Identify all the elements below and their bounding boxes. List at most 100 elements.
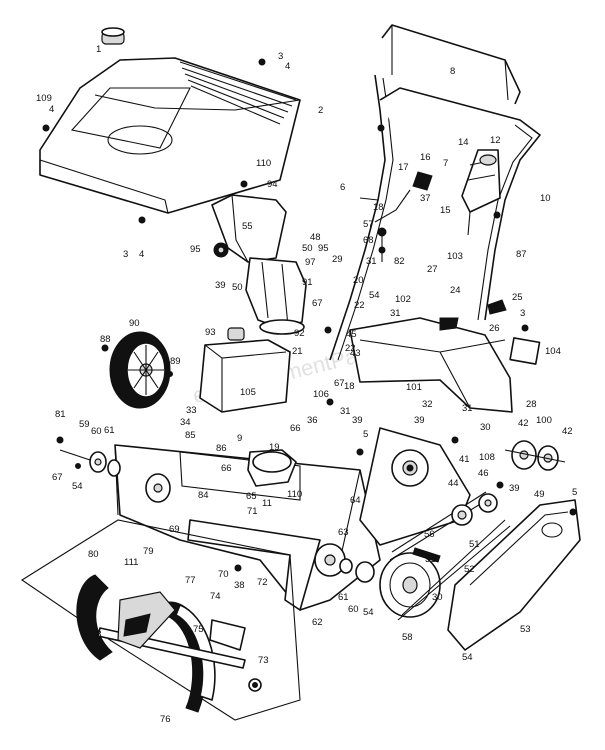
part-callout-103: 103 — [447, 251, 463, 262]
part-callout-67: 67 — [52, 472, 63, 483]
part-callout-82: 82 — [394, 256, 405, 267]
part-callout-56: 56 — [424, 529, 435, 540]
part-callout-27: 27 — [427, 264, 438, 275]
part-callout-91: 91 — [302, 277, 313, 288]
left-bearing-part — [59, 449, 121, 477]
part-callout-12: 12 — [490, 135, 501, 146]
part-callout-46: 46 — [478, 468, 489, 479]
part-callout-20: 20 — [353, 275, 364, 286]
gas-tank-part — [199, 327, 291, 413]
part-callout-31: 31 — [366, 256, 377, 267]
belt-cover-part — [447, 499, 581, 651]
part-callout-110: 110 — [256, 158, 271, 169]
part-callout-42: 42 — [562, 426, 573, 437]
part-callout-93: 93 — [205, 327, 216, 338]
auger-part — [76, 574, 262, 713]
part-callout-42: 42 — [518, 418, 529, 429]
part-callout-6: 6 — [340, 182, 345, 193]
part-callout-109: 109 — [36, 93, 52, 104]
wheel-part — [109, 331, 171, 409]
handle-assembly-part — [329, 24, 541, 361]
part-callout-3: 3 — [520, 308, 525, 319]
part-callout-5: 5 — [572, 487, 577, 498]
part-callout-97: 97 — [305, 257, 316, 268]
part-callout-32: 32 — [422, 399, 433, 410]
part-callout-38: 38 — [234, 580, 245, 591]
part-callout-66: 66 — [221, 463, 232, 474]
part-callout-30: 30 — [480, 422, 491, 433]
part-callout-80: 80 — [88, 549, 99, 560]
part-callout-100: 100 — [536, 415, 552, 426]
part-callout-92: 92 — [294, 328, 305, 339]
part-callout-10: 10 — [540, 193, 551, 204]
part-callout-55: 55 — [242, 221, 253, 232]
part-callout-53: 53 — [520, 624, 531, 635]
frame-deck-part — [349, 299, 541, 413]
part-callout-61: 61 — [104, 425, 115, 436]
part-callout-84: 84 — [198, 490, 209, 501]
part-callout-4: 4 — [139, 249, 144, 260]
part-callout-74: 74 — [210, 591, 221, 602]
part-callout-4: 4 — [285, 61, 290, 72]
part-callout-76: 76 — [160, 714, 171, 725]
part-callout-30: 30 — [432, 592, 443, 603]
part-callout-50: 50 — [232, 282, 243, 293]
part-callout-69: 69 — [169, 524, 180, 535]
part-callout-18: 18 — [373, 202, 384, 213]
part-callout-54: 54 — [369, 290, 380, 301]
part-callout-8: 8 — [450, 66, 455, 77]
control-lever-part — [461, 149, 501, 236]
part-callout-29: 29 — [332, 254, 343, 265]
part-callout-28: 28 — [526, 399, 537, 410]
part-callout-34: 34 — [180, 417, 191, 428]
part-callout-1: 1 — [96, 44, 101, 55]
part-callout-48: 48 — [310, 232, 321, 243]
part-callout-9: 9 — [237, 433, 242, 444]
part-callout-3: 3 — [123, 249, 128, 260]
part-callout-50: 50 — [302, 243, 313, 254]
part-callout-3: 3 — [278, 51, 283, 62]
part-callout-44: 44 — [448, 478, 459, 489]
auger-housing-part — [114, 444, 381, 611]
part-callout-95: 95 — [318, 243, 329, 254]
part-callout-57: 57 — [363, 219, 374, 230]
part-callout-77: 77 — [185, 575, 196, 586]
part-callout-39: 39 — [215, 280, 226, 291]
part-callout-21: 21 — [292, 346, 303, 357]
part-callout-102: 102 — [395, 294, 411, 305]
part-callout-63: 63 — [338, 527, 349, 538]
part-callout-108: 108 — [479, 452, 495, 463]
part-callout-18: 18 — [344, 381, 355, 392]
part-callout-31: 31 — [425, 554, 436, 565]
pulley-belt-part — [339, 491, 511, 621]
part-callout-4: 4 — [49, 104, 54, 115]
part-callout-67: 67 — [312, 298, 323, 309]
part-callout-17: 17 — [398, 162, 409, 173]
part-callout-15: 15 — [440, 205, 451, 216]
hardware-bolts-part — [42, 58, 577, 572]
part-callout-49: 49 — [534, 489, 545, 500]
part-callout-70: 70 — [218, 569, 229, 580]
part-callout-101: 101 — [406, 382, 422, 393]
part-callout-60: 60 — [348, 604, 359, 615]
part-callout-52: 52 — [464, 564, 475, 575]
part-callout-67: 67 — [334, 378, 345, 389]
part-callout-36: 36 — [307, 415, 318, 426]
part-callout-2: 2 — [318, 105, 323, 116]
discharge-chute-part — [211, 194, 307, 335]
part-callout-39: 39 — [414, 415, 425, 426]
part-callout-61: 61 — [338, 592, 349, 603]
part-callout-19: 19 — [269, 442, 280, 453]
part-callout-13: 13 — [91, 629, 102, 640]
part-callout-81: 81 — [55, 409, 66, 420]
part-callout-95: 95 — [190, 244, 201, 255]
handle-hardware-part — [359, 171, 433, 262]
part-callout-88: 88 — [100, 334, 111, 345]
housing-outline-part — [20, 519, 301, 721]
part-callout-43: 43 — [350, 348, 361, 359]
part-callout-24: 24 — [450, 285, 461, 296]
part-callout-37: 37 — [420, 193, 431, 204]
part-callout-85: 85 — [185, 430, 196, 441]
